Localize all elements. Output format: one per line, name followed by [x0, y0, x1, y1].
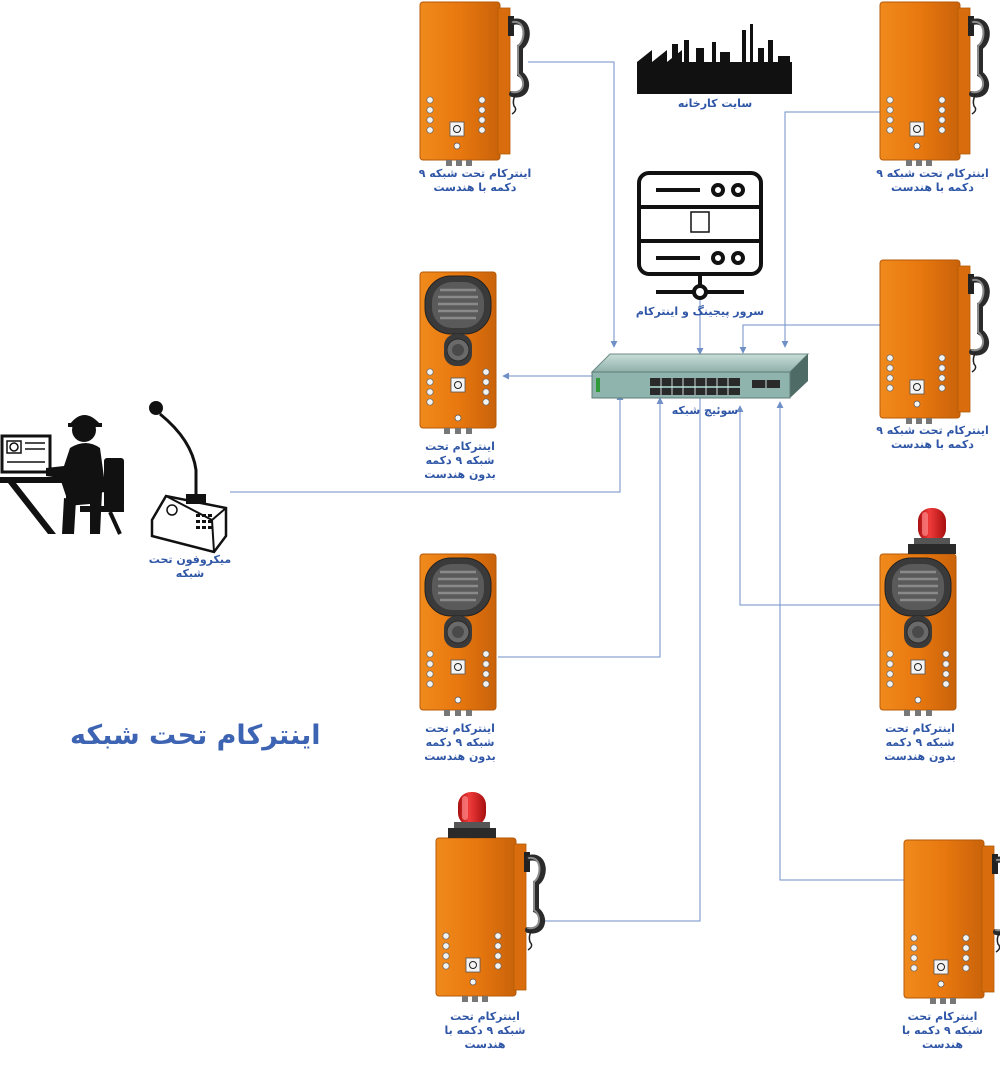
microphone-label: میکروفون تحت شبکه [140, 553, 240, 581]
intercom-handset-top-right-icon [880, 2, 987, 166]
label-line: اینترکام تحت شبکه ۹ [418, 167, 532, 180]
label-line: اینترکام تحت شبکه ۹ [876, 424, 989, 437]
link-speaker-right [736, 405, 880, 606]
page-title: اینترکام تحت شبکه [70, 720, 321, 751]
label-line: میکروفون تحت [148, 553, 232, 566]
network-switch-icon [590, 353, 810, 399]
label-line: اینترکام تحت [907, 1010, 978, 1023]
intercom-handset-top-left-icon [420, 2, 527, 166]
switch-label: سوئیچ شبکه [671, 404, 739, 417]
server-label: سرور پیجینگ و اینترکام [635, 305, 765, 318]
intercom-speaker-mid-icon [418, 552, 498, 718]
intercom-top-right-label: اینترکام تحت شبکه ۹ دکمه با هندست [865, 167, 1000, 195]
label-line: بدون هندست [884, 750, 956, 763]
intercom-speaker-top-label: اینترکام تحت شبکه ۹ دکمه بدون هندست [405, 440, 515, 482]
link-top-left-intercom [528, 61, 618, 348]
link-bottom-right-intercom [776, 401, 905, 881]
label-line: بدون هندست [424, 468, 496, 481]
label-line: اینترکام تحت شبکه ۹ [876, 167, 989, 180]
label-line: اینترکام تحت [425, 440, 495, 453]
intercom-handset-mid-right-icon [880, 260, 987, 424]
factory-label: سایت کارخانه [677, 97, 753, 110]
label-line: شبکه ۹ دکمه [425, 454, 495, 467]
intercom-mid-right-label: اینترکام تحت شبکه ۹ دکمه با هندست [865, 424, 1000, 452]
intercom-speaker-right-label: اینترکام تحت شبکه ۹ دکمه بدون هندست [865, 722, 975, 764]
label-line: شبکه ۹ دکمه [885, 736, 955, 749]
link-top-right-intercom [781, 111, 882, 348]
label-line: دکمه با هندست [433, 181, 517, 194]
intercom-beacon-bottom-label: اینترکام تحت شبکه ۹ دکمه با هندست [425, 1010, 545, 1052]
label-line: هندست [922, 1038, 963, 1051]
label-line: شبکه ۹ دکمه با [444, 1024, 526, 1037]
label-line: شبکه [175, 567, 205, 580]
intercom-top-left-label: اینترکام تحت شبکه ۹ دکمه با هندست [405, 167, 545, 195]
intercom-handset-bottom-right-icon [904, 840, 1000, 1004]
link-microphone [230, 393, 624, 493]
intercom-bottom-right-label: اینترکام تحت شبکه ۹ دکمه با هندست [885, 1010, 1000, 1052]
intercom-speaker-right-icon [878, 552, 958, 718]
label-line: شبکه ۹ دکمه [425, 736, 495, 749]
link-mid-right-intercom [739, 324, 880, 354]
intercom-speaker-top-icon [418, 270, 498, 436]
server-icon [637, 171, 763, 300]
label-line: اینترکام تحت [425, 722, 495, 735]
label-line: دکمه با هندست [891, 181, 974, 194]
label-line: بدون هندست [424, 750, 496, 763]
label-line: هندست [464, 1038, 506, 1051]
label-line: شبکه ۹ دکمه با [902, 1024, 983, 1037]
operator-workstation-icon [0, 415, 124, 535]
label-line: دکمه با هندست [891, 438, 974, 451]
label-line: اینترکام تحت [450, 1010, 520, 1023]
link-speaker-mid [498, 397, 664, 658]
intercom-speaker-mid-label: اینترکام تحت شبکه ۹ دکمه بدون هندست [405, 722, 515, 764]
network-links [230, 61, 905, 925]
intercom-handset-bottom-beacon-icon [436, 838, 543, 1002]
paging-microphone-icon [149, 401, 228, 554]
beacon-right-icon [908, 508, 956, 554]
beacon-bottom-icon [448, 792, 496, 838]
label-line: اینترکام تحت [885, 722, 955, 735]
link-beacon-bottom [537, 394, 701, 925]
factory-icon [637, 24, 792, 94]
